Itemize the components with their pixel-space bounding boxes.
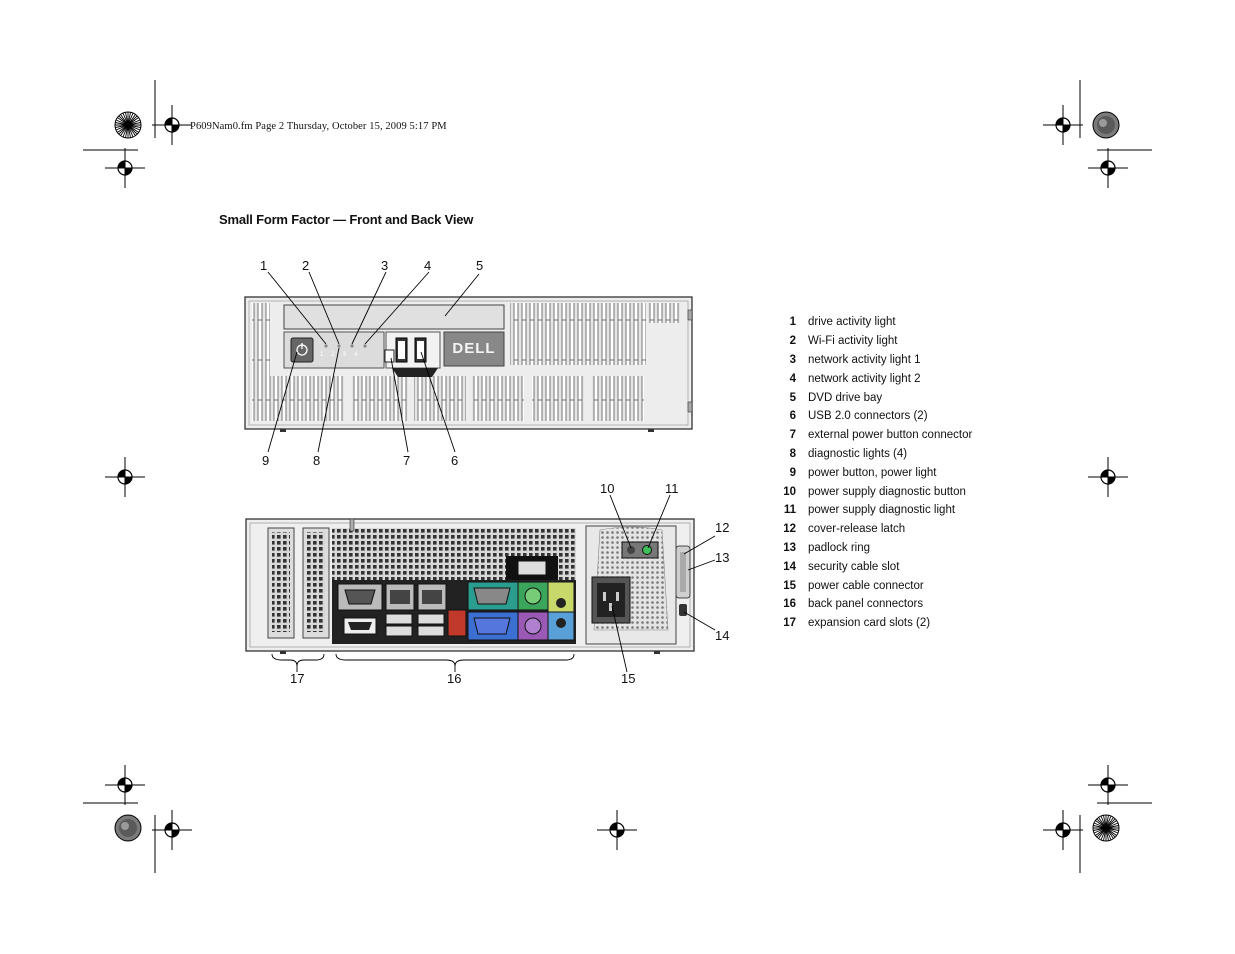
led-number: 2	[331, 352, 335, 358]
callout-7: 7	[403, 453, 411, 468]
legend-number: 15	[783, 579, 796, 592]
legend-number: 3	[789, 353, 796, 366]
component-legend: 1 drive activity light 2 Wi-Fi activity lig…	[780, 313, 972, 633]
led-number: 4	[354, 352, 358, 358]
legend-number: 2	[789, 335, 796, 348]
page-title: Small Form Factor — Front and Back View	[219, 212, 474, 227]
legend-item: 16 back panel connectors	[780, 595, 972, 614]
callout-9: 9	[262, 453, 270, 468]
legend-label: padlock ring	[808, 541, 871, 554]
legend-number: 8	[789, 447, 796, 460]
legend-number: 1	[789, 316, 796, 329]
callout-16: 16	[447, 671, 462, 686]
callout-12: 12	[715, 520, 730, 535]
legend-item: 4 network activity light 2	[780, 369, 972, 388]
led-number: 1	[320, 352, 324, 358]
back-leader-lines	[296, 494, 716, 673]
legend-number: 17	[783, 617, 796, 630]
front-chassis	[244, 296, 693, 432]
legend-item: 5 DVD drive bay	[780, 388, 972, 407]
legend-label: expansion card slots (2)	[808, 617, 931, 630]
legend-item: 17 expansion card slots (2)	[780, 614, 972, 633]
legend-label: back panel connectors	[808, 598, 924, 611]
file-header: P609Nam0.fm Page 2 Thursday, October 15,…	[190, 121, 447, 132]
diagnostic-led-numbers: 1 2 3 4	[320, 352, 357, 358]
callout-15: 15	[621, 671, 636, 686]
legend-item: 10 power supply diagnostic button	[780, 482, 972, 501]
callout-17: 17	[290, 671, 305, 686]
legend-item: 3 network activity light 1	[780, 351, 972, 370]
legend-number: 4	[789, 372, 796, 385]
legend-item: 6 USB 2.0 connectors (2)	[780, 407, 972, 426]
callout-13: 13	[715, 550, 730, 565]
callout-10: 10	[600, 481, 615, 496]
legend-number: 5	[789, 391, 796, 404]
legend-item: 9 power button, power light	[780, 463, 972, 482]
back-chassis	[245, 518, 695, 654]
legend-number: 14	[783, 560, 796, 573]
legend-item: 12 cover-release latch	[780, 520, 972, 539]
callout-2: 2	[302, 258, 310, 273]
legend-label: Wi-Fi activity light	[808, 335, 898, 348]
legend-label: diagnostic lights (4)	[808, 447, 908, 460]
legend-item: 15 power cable connector	[780, 576, 972, 595]
callout-1: 1	[260, 258, 268, 273]
legend-number: 10	[783, 485, 796, 498]
legend-label: USB 2.0 connectors (2)	[808, 410, 928, 423]
legend-item: 11 power supply diagnostic light	[780, 501, 972, 520]
legend-label: network activity light 2	[808, 372, 921, 385]
legend-item: 14 security cable slot	[780, 557, 972, 576]
legend-number: 9	[789, 466, 796, 479]
legend-number: 16	[783, 598, 796, 611]
legend-item: 13 padlock ring	[780, 539, 972, 558]
legend-item: 7 external power button connector	[780, 426, 973, 445]
legend-number: 13	[783, 541, 796, 554]
back-braces	[271, 653, 575, 667]
callout-14: 14	[715, 628, 730, 643]
legend-number: 6	[789, 410, 796, 423]
legend-label: DVD drive bay	[808, 391, 883, 404]
legend-label: power supply diagnostic light	[808, 504, 956, 517]
callout-11: 11	[665, 481, 679, 496]
legend-label: network activity light 1	[808, 353, 921, 366]
legend-label: security cable slot	[808, 560, 900, 573]
led-number: 3	[342, 352, 347, 358]
callout-4: 4	[424, 258, 432, 273]
legend-item: 2 Wi-Fi activity light	[780, 332, 972, 351]
legend-label: power supply diagnostic button	[808, 485, 966, 498]
front-leader-lines	[267, 271, 480, 453]
callout-5: 5	[476, 258, 484, 273]
legend-label: external power button connector	[808, 429, 973, 442]
legend-label: cover-release latch	[808, 523, 906, 536]
legend-number: 12	[783, 523, 796, 536]
legend-item: 8 diagnostic lights (4)	[780, 445, 972, 464]
legend-number: 7	[789, 429, 796, 442]
legend-item: 1 drive activity light	[780, 313, 972, 332]
legend-label: power cable connector	[808, 579, 924, 592]
legend-number: 11	[783, 504, 796, 517]
callout-8: 8	[313, 453, 321, 468]
callout-6: 6	[451, 453, 459, 468]
legend-label: drive activity light	[808, 316, 896, 329]
legend-label: power button, power light	[808, 466, 937, 479]
dell-logo: DELL	[452, 340, 496, 357]
callout-3: 3	[381, 258, 389, 273]
